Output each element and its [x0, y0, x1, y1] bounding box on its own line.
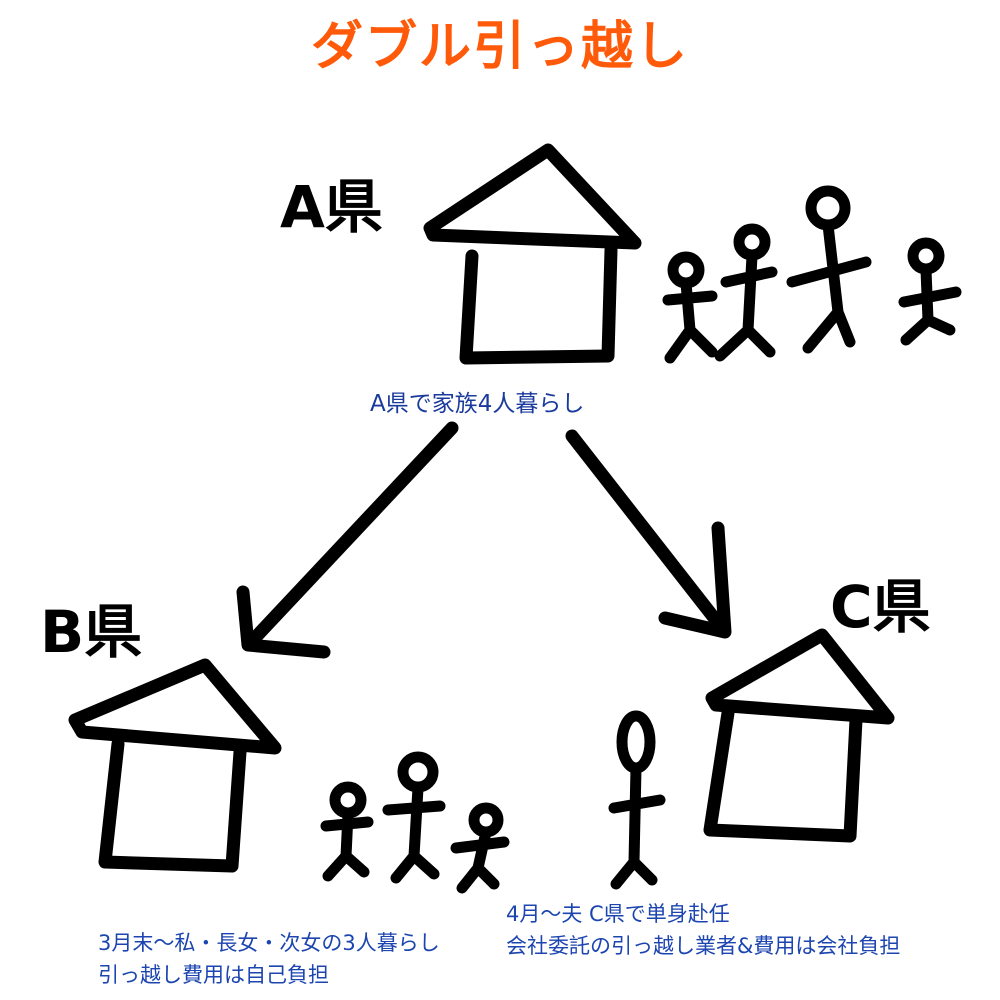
prefecture-b-notes: 3月末〜私・長女・次女の3人暮らし 引っ越し費用は自己負担: [98, 927, 440, 991]
person-icon: [456, 808, 504, 888]
person-icon: [904, 243, 956, 340]
prefecture-b-note-line: 引っ越し費用は自己負担: [98, 959, 440, 991]
prefecture-a-caption: A県で家族4人暮らし: [370, 388, 584, 420]
husband-c-group: [614, 716, 660, 884]
house-c-icon: [710, 635, 888, 836]
person-icon: [792, 191, 866, 348]
prefecture-c-notes: 4月〜夫 C県で単身赴任 会社委託の引っ越し業者&費用は会社負担: [506, 898, 900, 962]
house-b-icon: [75, 665, 275, 866]
arrow-to-b-icon: [243, 428, 452, 652]
arrow-to-c-icon: [572, 436, 725, 632]
family-b-group: [326, 757, 504, 888]
family-a-group: [668, 191, 956, 358]
person-icon: [326, 787, 368, 876]
person-icon: [720, 229, 772, 356]
prefecture-c-note-line: 4月〜夫 C県で単身赴任: [506, 898, 900, 930]
prefecture-b-note-line: 3月末〜私・長女・次女の3人暮らし: [98, 927, 440, 959]
person-icon: [614, 716, 660, 884]
person-icon: [668, 257, 712, 358]
prefecture-c-note-line: 会社委託の引っ越し業者&費用は会社負担: [506, 930, 900, 962]
house-a-icon: [430, 150, 635, 358]
person-icon: [388, 757, 440, 878]
